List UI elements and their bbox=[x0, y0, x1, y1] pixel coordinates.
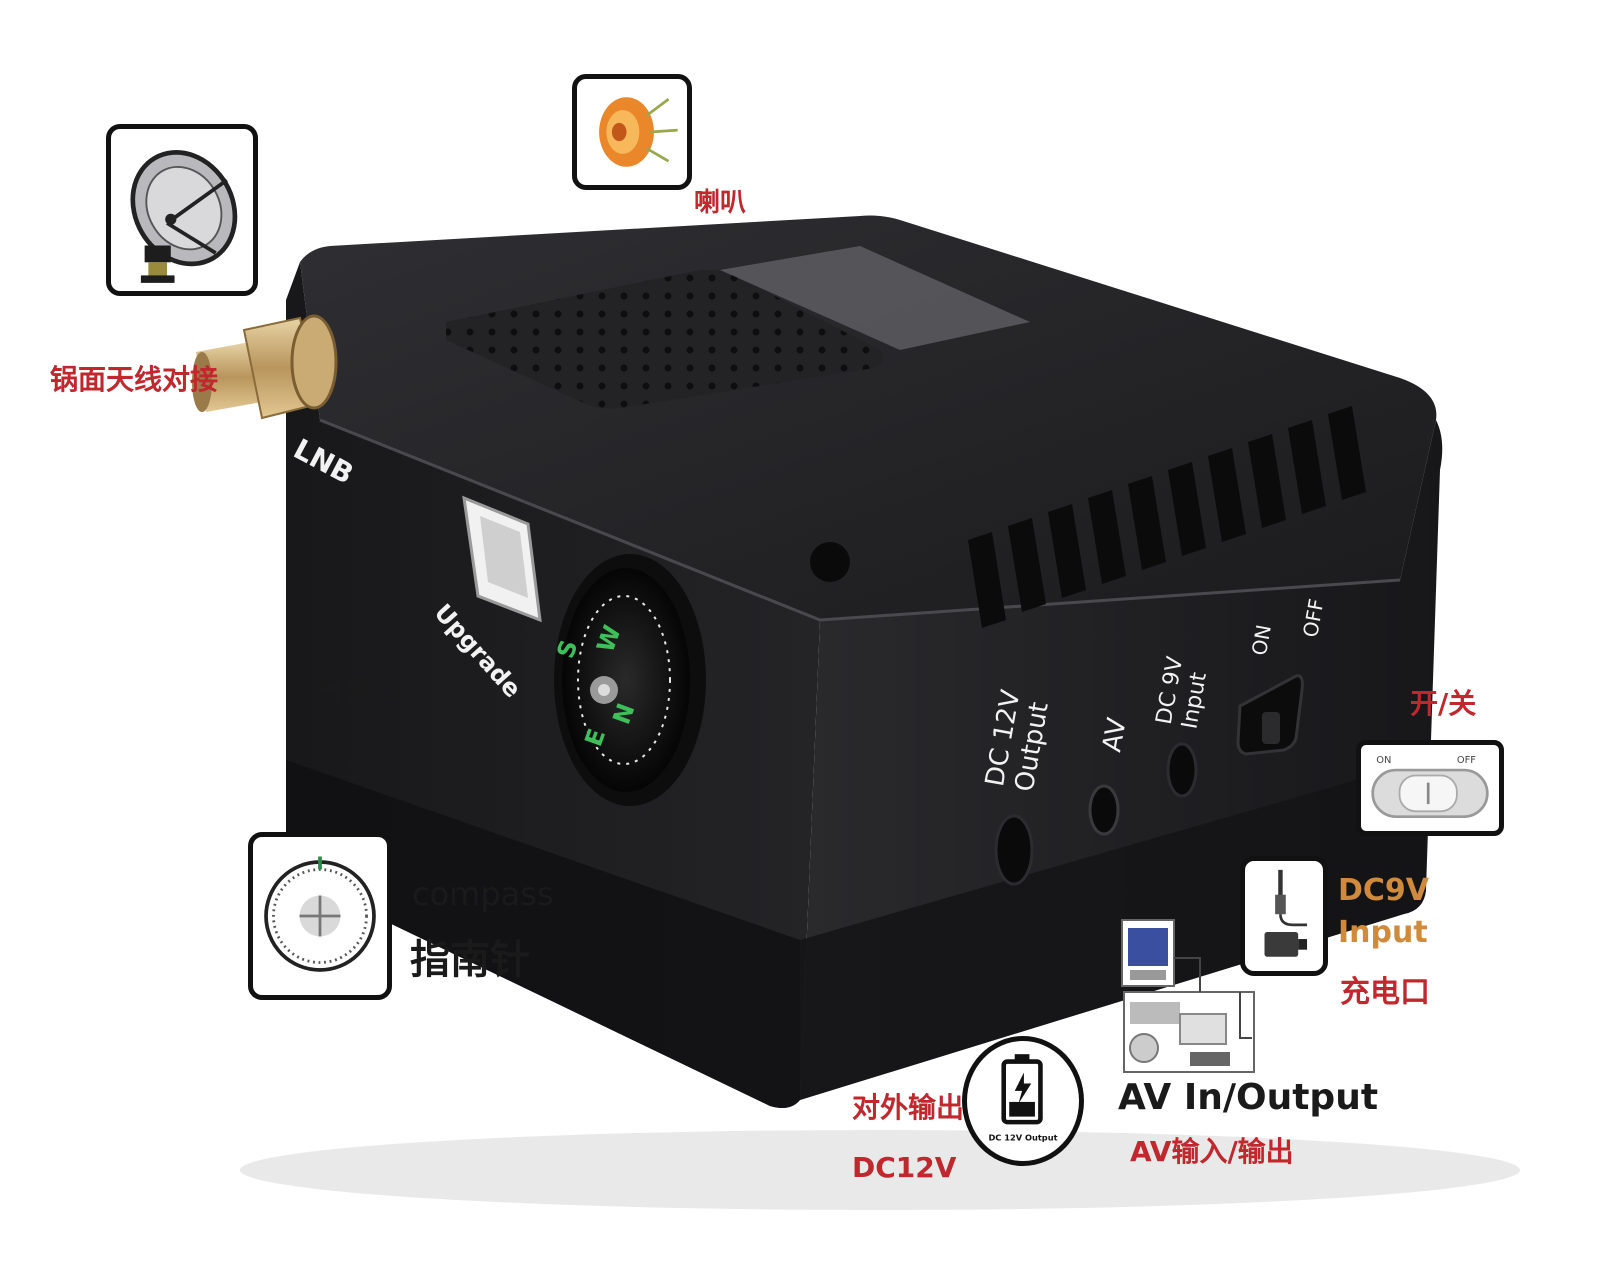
floor-shadow bbox=[240, 1130, 1520, 1210]
power-switch-knob bbox=[1262, 712, 1280, 744]
toggle-switch-icon: ON OFF bbox=[1356, 740, 1504, 836]
battery-caption: DC 12V Output bbox=[988, 1132, 1057, 1142]
switch-off-caption: OFF bbox=[1457, 755, 1476, 766]
compass-icon bbox=[248, 832, 392, 1000]
device-compass bbox=[554, 554, 706, 806]
device-bottom-band bbox=[800, 760, 1426, 1100]
device-bottom-band-left bbox=[286, 760, 800, 1108]
dc12v-output-port bbox=[994, 814, 1034, 886]
av-devices-icon bbox=[1120, 918, 1256, 1074]
dc9v-input-label: Input bbox=[1338, 915, 1428, 950]
dish-connector-label: 锅面天线对接 bbox=[50, 363, 219, 396]
screw-hole bbox=[810, 542, 850, 582]
speaker-label: 喇叭 bbox=[694, 188, 747, 218]
satellite-dish-icon bbox=[106, 124, 258, 296]
vent-slots bbox=[968, 406, 1366, 628]
port-panel bbox=[994, 674, 1304, 886]
charging-port-label: 充电口 bbox=[1340, 975, 1430, 1010]
dc12v-label: DC12V bbox=[852, 1151, 957, 1184]
top-label-plate bbox=[720, 246, 1030, 350]
off-marking: OFF bbox=[1298, 596, 1329, 640]
av-marking: AV bbox=[1097, 715, 1133, 755]
dc9v-input-port bbox=[1166, 742, 1198, 798]
external-output-label: 对外输出 bbox=[852, 1091, 965, 1124]
av-port bbox=[1088, 784, 1120, 836]
compass-label-cn: 指南针 bbox=[410, 937, 530, 983]
power-switch-label: 开/关 bbox=[1410, 687, 1477, 720]
power-adapter-icon bbox=[1240, 856, 1328, 976]
dc9v-label: DC9V bbox=[1338, 873, 1430, 908]
compass-label-en: compass bbox=[412, 875, 554, 913]
battery-icon: DC 12V Output bbox=[962, 1036, 1084, 1166]
av-label-cn: AV输入/输出 bbox=[1130, 1135, 1294, 1168]
speaker-grille-holes bbox=[446, 269, 884, 409]
speaker-icon bbox=[572, 74, 692, 190]
usb-port bbox=[462, 495, 542, 623]
on-marking: ON bbox=[1246, 622, 1276, 658]
lnb-connector bbox=[192, 314, 338, 420]
device-edge-highlight bbox=[319, 418, 1401, 622]
upgrade-port-label: 升级口 bbox=[318, 673, 403, 706]
av-label-en: AV In/Output bbox=[1118, 1077, 1379, 1118]
switch-on-caption: ON bbox=[1376, 755, 1391, 766]
